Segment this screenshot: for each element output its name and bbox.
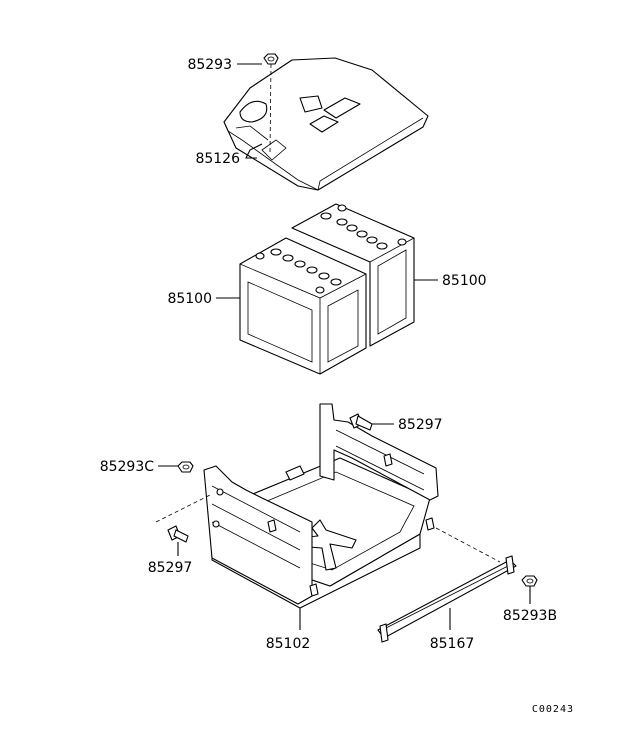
- nut-85293-icon: [263, 53, 279, 65]
- callout-85297-left: 85297: [148, 560, 193, 576]
- callout-85297-top: 85297: [398, 417, 443, 433]
- nut-85293c-icon: [177, 461, 194, 473]
- terminal-posts-right: [320, 204, 407, 250]
- callout-85100-left: 85100: [167, 291, 212, 307]
- callout-85167: 85167: [430, 636, 475, 652]
- terminal-posts-left: [255, 248, 342, 294]
- bolt-85297-top-icon: [349, 413, 373, 431]
- battery-cover: [223, 57, 429, 191]
- callout-85293: 85293: [187, 57, 232, 73]
- callout-85293c: 85293C: [100, 459, 155, 475]
- hold-down-bracket: [377, 555, 517, 643]
- bolt-85297-left-icon: [167, 525, 189, 543]
- callout-85102: 85102: [266, 636, 311, 652]
- nut-85293b-icon: [521, 575, 538, 587]
- battery-tray: [203, 403, 439, 609]
- battery-right: [291, 203, 415, 347]
- callout-85126: 85126: [195, 151, 240, 167]
- figure-code: C00243: [532, 704, 574, 715]
- battery-left: [239, 237, 367, 375]
- callout-85100-right: 85100: [442, 273, 487, 289]
- callout-85293b: 85293B: [503, 608, 557, 624]
- leader-lines: [158, 63, 531, 630]
- tray-studs: [267, 453, 435, 597]
